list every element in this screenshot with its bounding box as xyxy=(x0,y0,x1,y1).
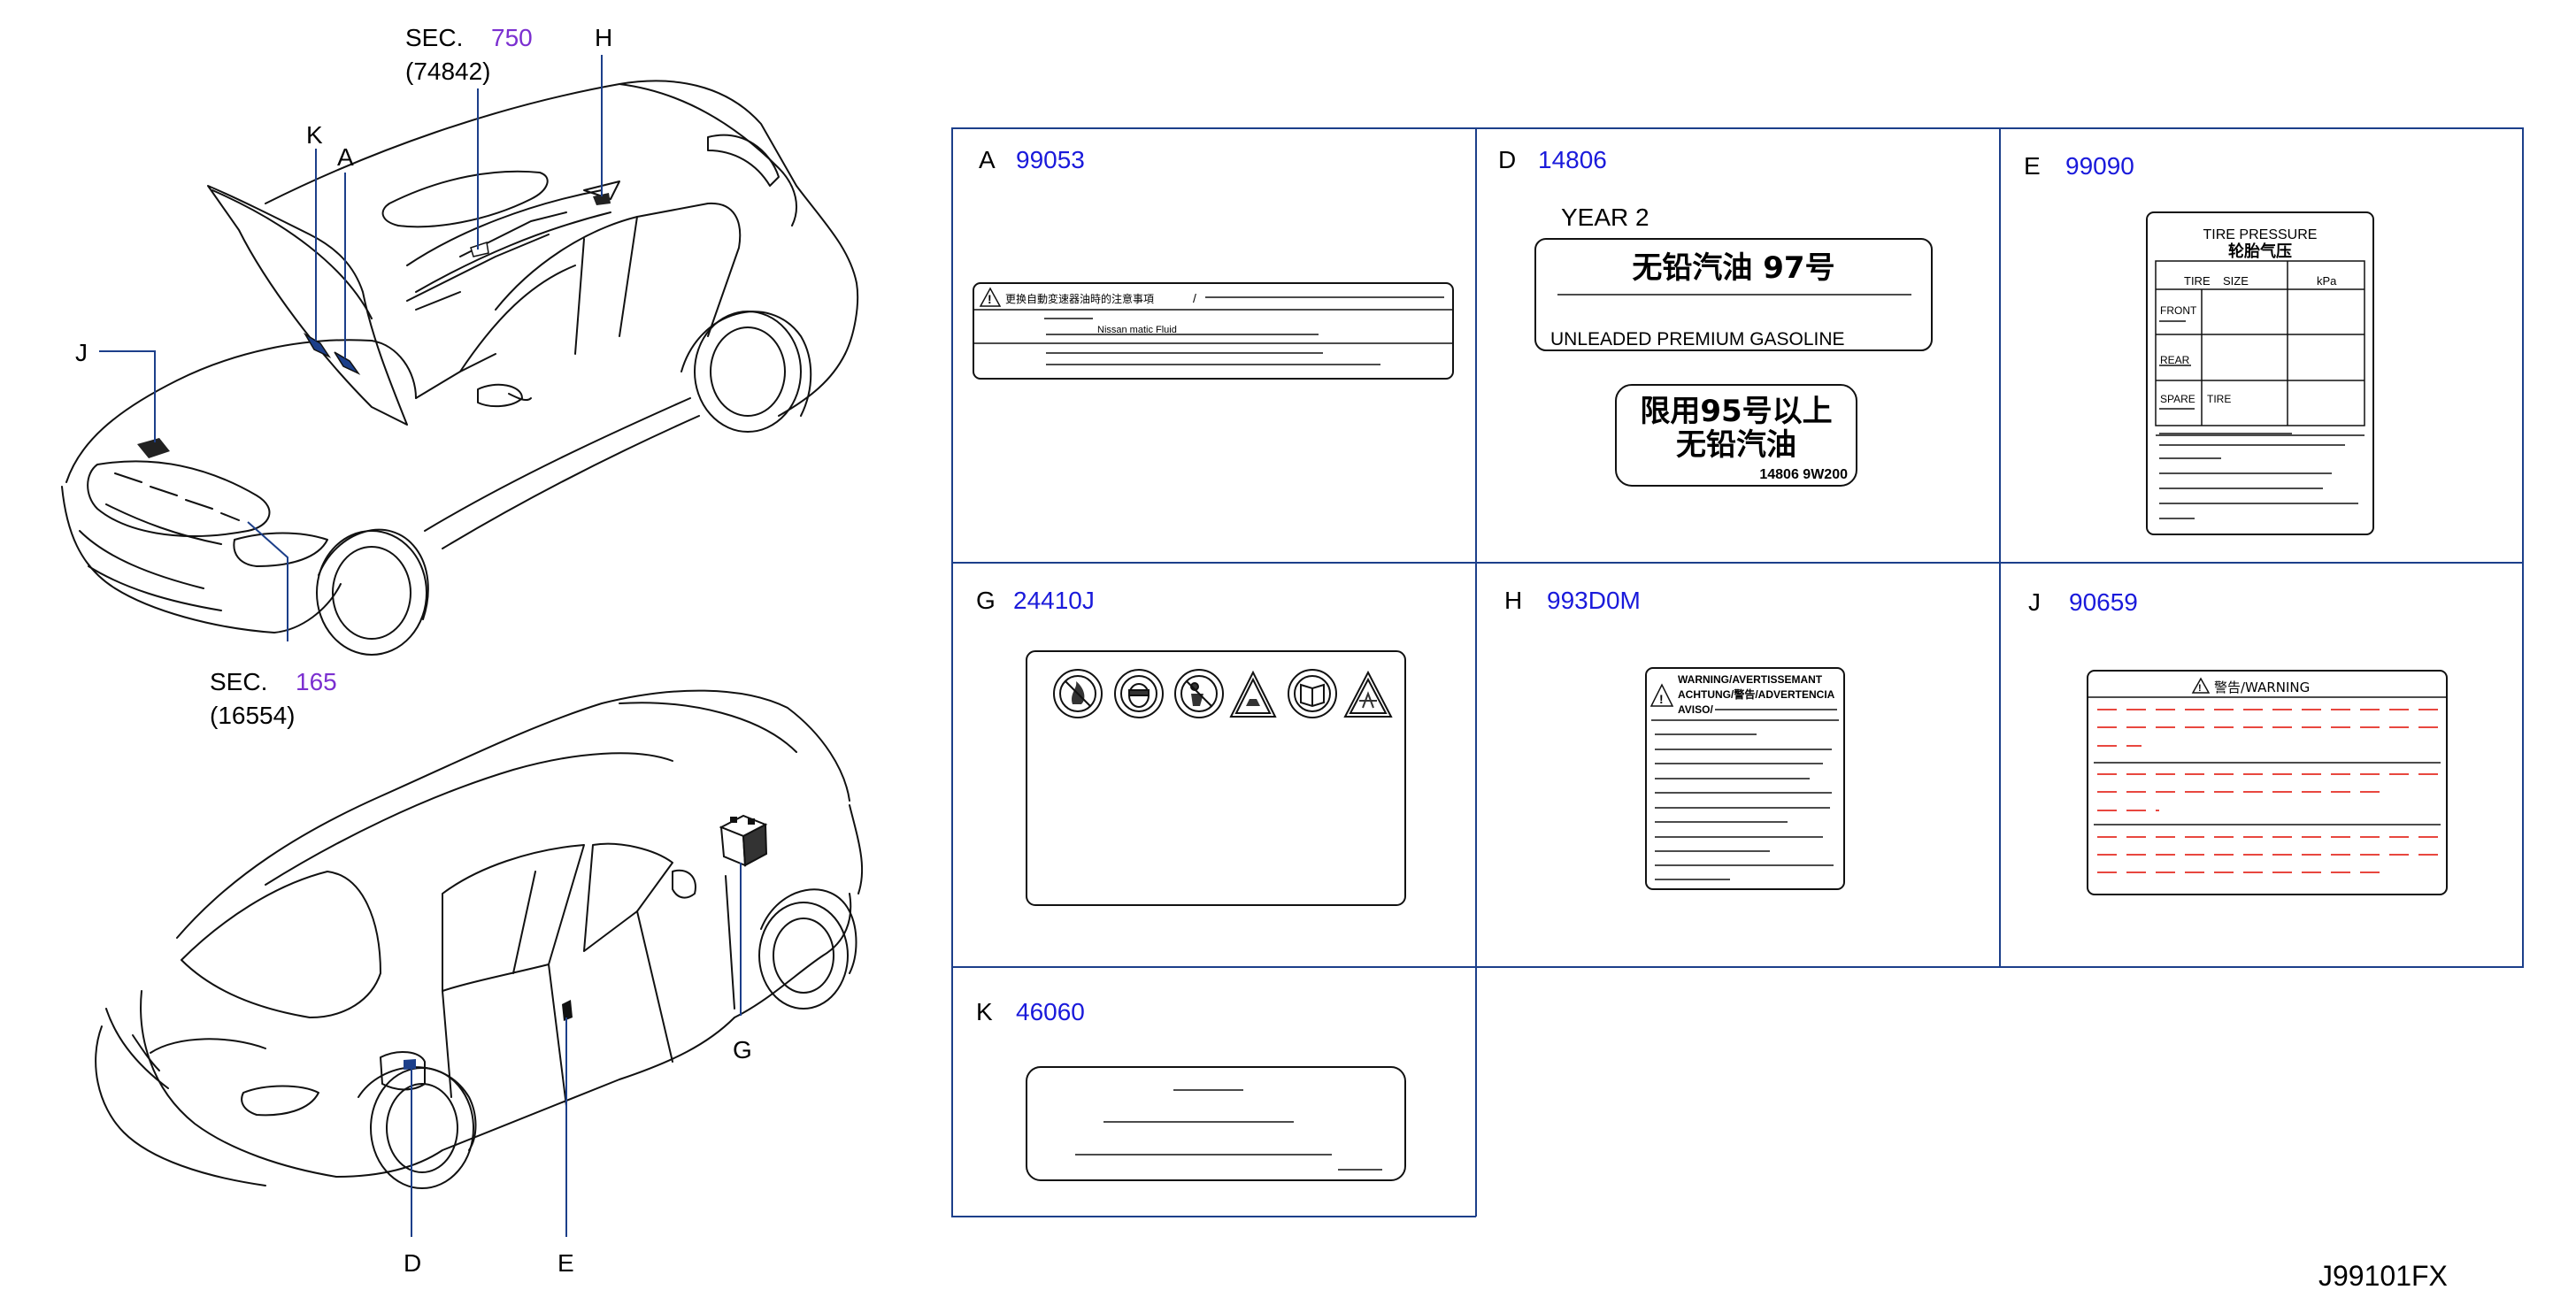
callout-a-label: A xyxy=(337,143,354,171)
cell-j-part-number: 90659 xyxy=(2069,588,2138,616)
cell-e-letter: E xyxy=(2024,152,2041,180)
cell-d-letter: D xyxy=(1498,146,1516,173)
label-d-sticker-line1: 限用95号以上 xyxy=(1640,394,1832,429)
label-j-title: 警告/WARNING xyxy=(2214,680,2310,695)
read-manual-icon xyxy=(1288,669,1337,718)
label-e-col-size: SIZE xyxy=(2223,274,2249,288)
warning-triangle-icon: ! xyxy=(1649,683,1674,707)
label-j: ! 警告/WARNING xyxy=(2087,670,2448,895)
cell-j: J 90659 ! 警告/WARNING xyxy=(2028,588,2448,895)
cell-h-part-number: 993D0M xyxy=(1547,587,1641,614)
label-h-warn3: AVISO/ xyxy=(1678,703,1713,716)
warning-triangle-icon: ! xyxy=(2191,677,2211,694)
label-d-fuel-en: UNLEADED PREMIUM GASOLINE xyxy=(1550,329,1845,349)
cell-h-letter: H xyxy=(1504,587,1522,614)
no-flame-icon xyxy=(1053,669,1103,718)
label-h: ! WARNING/AVERTISSEMANT ACHTUNG/警告/ADVER… xyxy=(1645,667,1845,890)
leader-lines-bottom xyxy=(411,863,742,1237)
sticker-h-mark xyxy=(593,193,611,205)
cell-k-part-number: 46060 xyxy=(1016,998,1085,1025)
battery-warning-icons xyxy=(1053,669,1393,718)
label-a: ! 更换自動変速器油時的注意事項 / Nissan matic Fluid xyxy=(973,282,1454,380)
cell-a-part-number: 99053 xyxy=(1016,146,1085,173)
label-k xyxy=(1026,1066,1406,1181)
cell-a: A 99053 ! 更换自動変速器油時的注意事項 / Nissan matic … xyxy=(973,146,1454,380)
leader-lines-top xyxy=(99,55,603,641)
no-children-icon xyxy=(1174,669,1224,718)
sec-bottom-prefix: SEC. xyxy=(210,668,267,695)
label-e-title-en: TIRE PRESSURE xyxy=(2203,227,2318,242)
sec-bottom-part: (16554) xyxy=(210,702,296,729)
cell-e: E 99090 TIRE PRESSURE 轮胎气压 TIRE SIZE xyxy=(2024,152,2374,535)
cell-e-part-number: 99090 xyxy=(2065,152,2134,180)
label-h-warn2: ACHTUNG/警告/ADVERTENCIA xyxy=(1678,687,1835,701)
sticker-e-mark xyxy=(562,1000,573,1021)
label-a-line1: 更换自動変速器油時的注意事項 xyxy=(1005,292,1154,305)
callout-d-label: D xyxy=(404,1249,421,1277)
sec-top-prefix: SEC. xyxy=(405,24,463,51)
cell-a-letter: A xyxy=(979,146,996,173)
parts-grid xyxy=(951,127,2524,1217)
sticker-j-mark xyxy=(137,438,170,458)
cell-k-letter: K xyxy=(976,998,993,1025)
car-front-view xyxy=(61,80,859,656)
warning-triangle-icon: ! xyxy=(979,287,1002,307)
sec-top-number: 750 xyxy=(491,24,533,51)
callout-k-label: K xyxy=(306,121,323,149)
label-d-sticker-line2: 无铅汽油 xyxy=(1676,427,1796,463)
label-h-warn1: WARNING/AVERTISSEMANT xyxy=(1678,673,1823,686)
label-e-col-kpa: kPa xyxy=(2317,274,2337,288)
cell-g-part-number: 24410J xyxy=(1013,587,1095,614)
label-e-title-cn: 轮胎气压 xyxy=(2228,242,2292,261)
label-d-sticker-code: 14806 9W200 xyxy=(1759,467,1848,482)
label-d-year: YEAR 2 xyxy=(1561,203,1649,231)
sticker-d-mark xyxy=(404,1059,416,1070)
sticker-750-mark xyxy=(470,242,489,257)
svg-text:!: ! xyxy=(1659,692,1664,706)
svg-text:!: ! xyxy=(988,292,992,306)
cell-g-letter: G xyxy=(976,587,996,614)
battery-icon xyxy=(719,814,768,867)
cell-h: H 993D0M ! WARNING/AVERTISSEMANT ACHTUNG… xyxy=(1504,587,1845,890)
callout-h-label: H xyxy=(595,24,612,51)
label-d-fuel-cn: 无铅汽油 97号 xyxy=(1632,250,1834,286)
svg-text:!: ! xyxy=(2198,683,2202,694)
callout-e-label: E xyxy=(557,1249,574,1277)
label-e-row-spare-tire: TIRE xyxy=(2207,393,2231,405)
cell-j-letter: J xyxy=(2028,588,2041,616)
eye-protection-icon xyxy=(1114,669,1164,718)
label-e-row-rear: REAR xyxy=(2160,354,2190,366)
label-d-fuel: 无铅汽油 97号 UNLEADED PREMIUM GASOLINE xyxy=(1534,238,1933,351)
cell-g: G 24410J xyxy=(976,587,1406,906)
cell-k: K 46060 xyxy=(976,998,1406,1181)
cell-d: D 14806 YEAR 2 无铅汽油 97号 UNLEADED PREMIUM… xyxy=(1498,146,1933,487)
explosion-warning-icon xyxy=(1343,670,1393,718)
label-e-col-tire: TIRE xyxy=(2184,274,2211,288)
acid-warning-icon xyxy=(1229,670,1277,718)
callout-j-label: J xyxy=(75,339,88,366)
label-e-row-front: FRONT xyxy=(2160,304,2197,317)
label-d-sticker: 限用95号以上 无铅汽油 14806 9W200 xyxy=(1615,384,1857,487)
sticker-marks-top xyxy=(137,193,611,458)
sec-bottom-number: 165 xyxy=(296,668,337,695)
callout-g-label: G xyxy=(733,1036,752,1063)
sticker-k-mark xyxy=(303,332,332,358)
label-a-slash: / xyxy=(1193,291,1196,305)
sec-top-part: (74842) xyxy=(405,58,491,85)
car-rear-view xyxy=(95,689,864,1189)
label-e-row-spare: SPARE xyxy=(2160,393,2195,405)
diagram-code: J99101FX xyxy=(2318,1260,2448,1292)
label-e xyxy=(2146,211,2374,535)
cell-d-part-number: 14806 xyxy=(1538,146,1607,173)
label-a-line2: Nissan matic Fluid xyxy=(1097,325,1177,335)
